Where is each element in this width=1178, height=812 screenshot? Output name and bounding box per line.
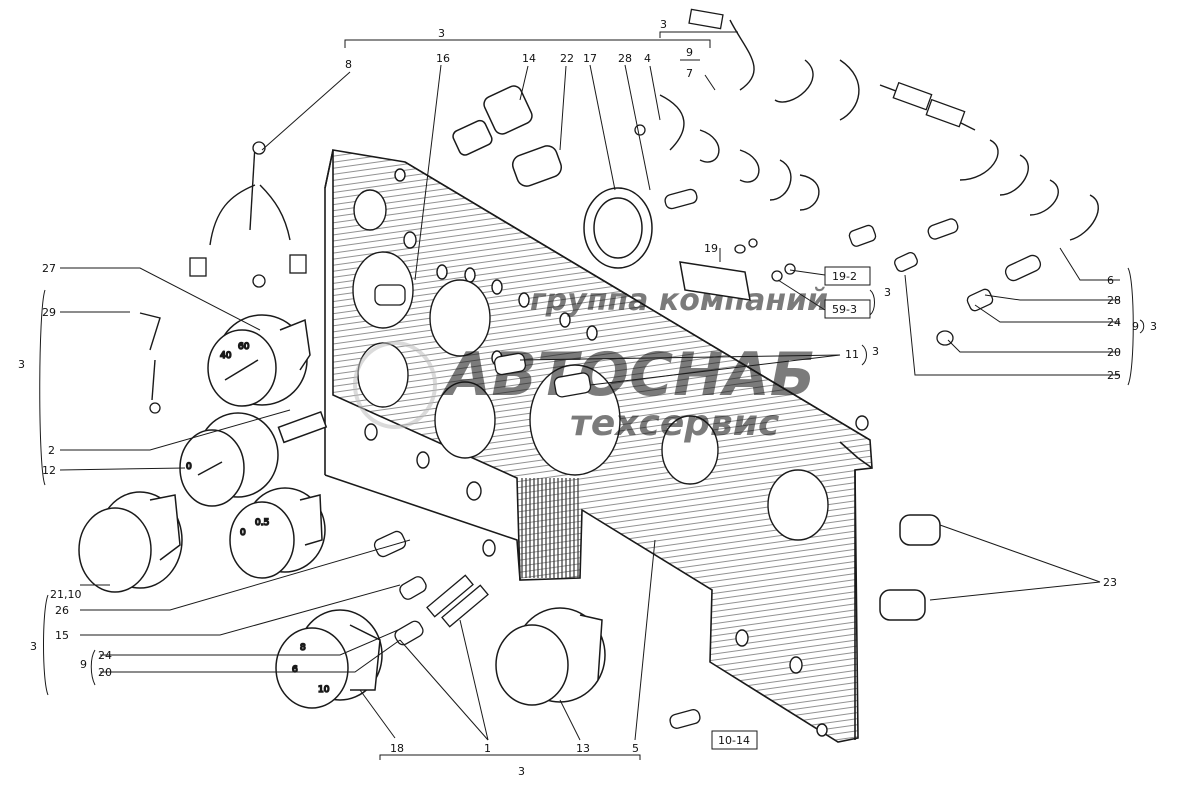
gauge-12-mark-a: 0 xyxy=(186,462,192,472)
bulb-sockets xyxy=(373,284,701,729)
label-9-right: 9 xyxy=(1132,320,1139,333)
watermark-line-2: АВТОСНАБ xyxy=(441,340,816,410)
sensors-23 xyxy=(879,514,941,621)
label-3-left-lower: 3 xyxy=(30,640,37,653)
part-labels: 3 3 8 16 14 22 17 28 4 9 7 27 29 3 2 12 … xyxy=(18,18,1157,778)
gauge-18-mark-a: 8 xyxy=(300,643,306,653)
label-5: 5 xyxy=(632,742,639,755)
label-7: 7 xyxy=(686,67,693,80)
small-parts-right xyxy=(734,224,994,346)
boxed-labels xyxy=(711,266,871,750)
gauge-27: 40 60 xyxy=(207,314,311,407)
label-18: 18 xyxy=(390,742,404,755)
gauge-27-mark-a: 40 xyxy=(220,351,232,361)
gauge-21-10 xyxy=(78,491,183,593)
label-3-right: 3 xyxy=(1150,320,1157,333)
terminals xyxy=(149,8,1042,414)
label-25: 25 xyxy=(1107,369,1121,382)
label-29: 29 xyxy=(42,306,56,319)
gauge-18-mark-c: 10 xyxy=(318,685,330,695)
leader-lines xyxy=(39,31,1145,760)
label-23: 23 xyxy=(1103,576,1117,589)
label-8: 8 xyxy=(345,58,352,71)
label-9-top: 9 xyxy=(686,46,693,59)
label-3-mid: 3 xyxy=(884,286,891,299)
label-24-left: 24 xyxy=(98,649,112,662)
label-4: 4 xyxy=(644,52,651,65)
sensor-22 xyxy=(511,145,563,187)
label-3-11: 3 xyxy=(872,345,879,358)
label-3-top: 3 xyxy=(438,27,445,40)
watermark: группа компаний АВТОСНАБ техсервис xyxy=(353,283,828,444)
label-3-left: 3 xyxy=(18,358,25,371)
label-2: 2 xyxy=(48,444,55,457)
bracket-17 xyxy=(583,187,653,269)
watermark-line-3: техсервис xyxy=(570,403,779,444)
label-20-right: 20 xyxy=(1107,346,1121,359)
label-19: 19 xyxy=(704,242,718,255)
label-6: 6 xyxy=(1107,274,1114,287)
label-27: 27 xyxy=(42,262,56,275)
sensor-14 xyxy=(452,85,533,156)
watermark-line-1: группа компаний xyxy=(530,283,828,318)
wires xyxy=(139,19,1099,401)
gauge-18-mark-b: 6 xyxy=(292,665,298,675)
label-14: 14 xyxy=(522,52,536,65)
label-1: 1 xyxy=(484,742,491,755)
label-3-top-right: 3 xyxy=(660,18,667,31)
label-22: 22 xyxy=(560,52,574,65)
gauge-27-mark-b: 60 xyxy=(238,342,250,352)
label-19-2: 19-2 xyxy=(832,270,857,283)
gauge-12: 0 xyxy=(179,410,328,507)
gauge-26: 0 0.5 xyxy=(229,487,326,579)
label-9-left: 9 xyxy=(80,658,87,671)
gauge-18: 8 6 10 xyxy=(275,609,383,709)
label-15: 15 xyxy=(55,629,69,642)
label-11: 11 xyxy=(845,348,859,361)
gauge-13 xyxy=(495,607,606,706)
label-16: 16 xyxy=(436,52,450,65)
label-28-right: 28 xyxy=(1107,294,1121,307)
label-17: 17 xyxy=(583,52,597,65)
label-21-10: 21,10 xyxy=(50,588,82,601)
label-24-right: 24 xyxy=(1107,316,1121,329)
label-10-14: 10-14 xyxy=(718,734,750,747)
label-13: 13 xyxy=(576,742,590,755)
label-12: 12 xyxy=(42,464,56,477)
switch-19 xyxy=(679,261,751,301)
label-3-bottom: 3 xyxy=(518,765,525,778)
label-20-left: 20 xyxy=(98,666,112,679)
label-28-top: 28 xyxy=(618,52,632,65)
label-59-3: 59-3 xyxy=(832,303,857,316)
label-26: 26 xyxy=(55,604,69,617)
gauge-26-mark-b: 0.5 xyxy=(255,518,269,528)
gauge-26-mark-a: 0 xyxy=(240,528,246,538)
